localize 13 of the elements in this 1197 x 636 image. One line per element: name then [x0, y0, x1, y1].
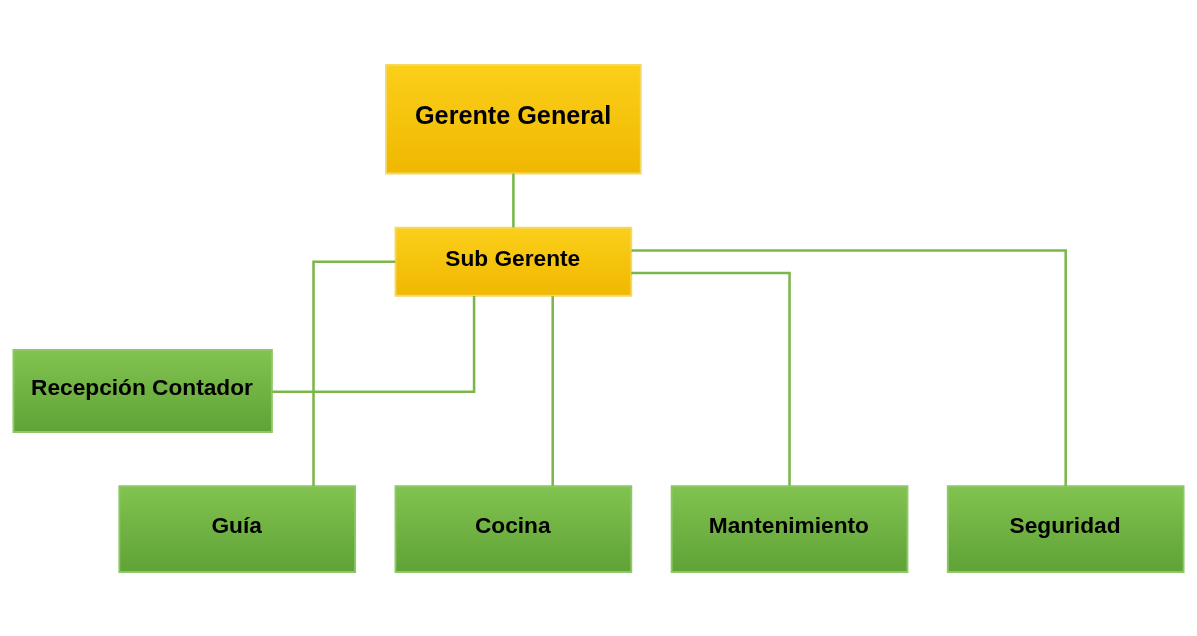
node-box: Gerente General — [385, 63, 642, 174]
node-box: Seguridad — [946, 484, 1185, 573]
node-box: Sub Gerente — [394, 226, 633, 297]
node-box: Recepción Contador — [12, 348, 273, 433]
node-box: Mantenimiento — [670, 484, 909, 573]
connector — [631, 271, 791, 486]
connector — [631, 248, 1067, 486]
connector — [551, 295, 554, 486]
connector — [312, 260, 396, 486]
connector — [272, 295, 476, 393]
connector — [512, 173, 515, 227]
node-box: Guía — [118, 484, 357, 573]
node-box: Cocina — [394, 484, 633, 573]
